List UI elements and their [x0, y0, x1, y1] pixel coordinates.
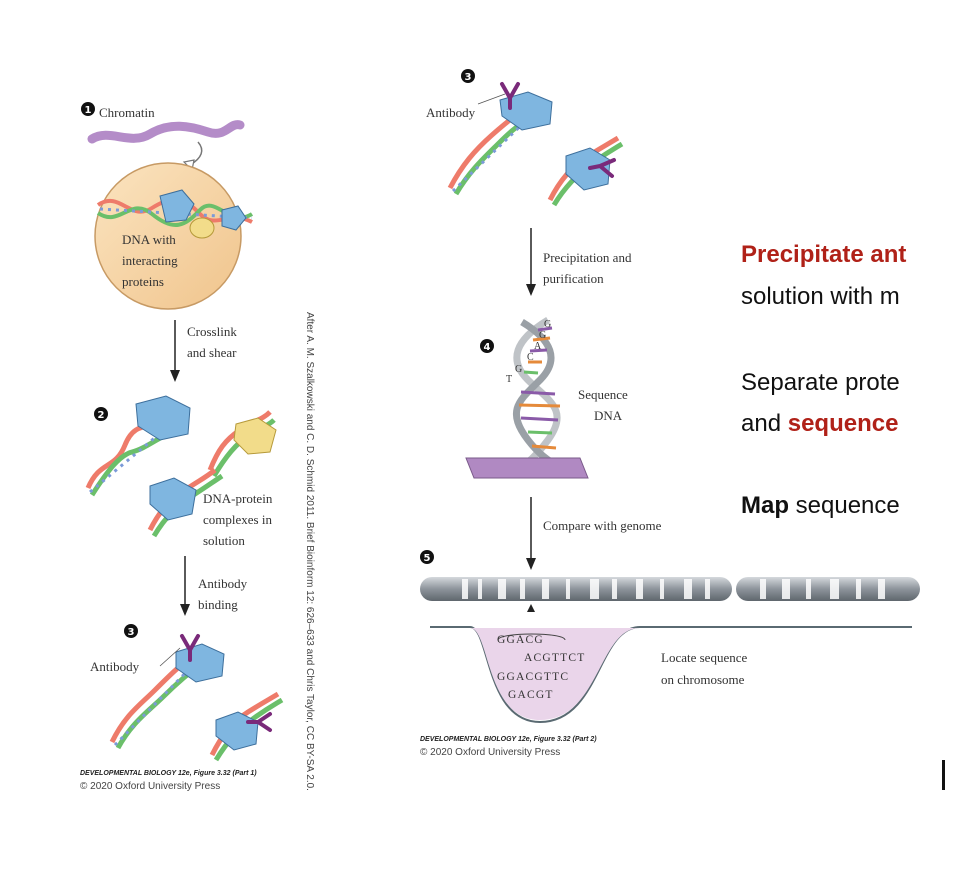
svg-text:3: 3	[465, 72, 472, 83]
compare-label: Compare with genome	[543, 518, 662, 533]
sequencing-platform	[465, 457, 589, 479]
complex-protein-yellow	[233, 417, 277, 455]
step-2-badge: 2	[94, 407, 108, 421]
left-panel: 1 Chromatin DNA with interacting protein…	[80, 102, 315, 792]
slide-line-5-bold: Map	[741, 492, 789, 519]
nucleus	[94, 162, 242, 310]
slide-line-2: solution with m	[741, 283, 900, 310]
svg-text:5: 5	[424, 553, 431, 564]
slide-line-4-prefix: and	[741, 410, 788, 437]
svg-text:2: 2	[98, 410, 105, 421]
antibody-left-b	[246, 712, 272, 732]
chromatin-fiber	[87, 120, 245, 144]
credit-title-right: DEVELOPMENTAL BIOLOGY 12e, Figure 3.32 (…	[420, 736, 597, 743]
antibody-binding-label: Antibody binding	[198, 576, 250, 612]
step-3-badge-left: 3	[124, 624, 138, 638]
base-letters: G G A C G T	[506, 319, 554, 385]
antibody-label-left: Antibody	[90, 659, 140, 674]
step-1-badge: 1	[81, 102, 95, 116]
slide-line-1-red: Precipitate ant	[741, 241, 907, 268]
credit-copy-right: © 2020 Oxford University Press	[420, 747, 560, 758]
crosslink-label: Crosslink and shear	[187, 324, 240, 360]
step-3-badge-right: 3	[461, 69, 475, 83]
slide-line-4-red: sequence	[787, 410, 899, 437]
complex-protein-blue-a	[135, 395, 191, 441]
precipitation-arrow	[526, 228, 536, 296]
step-4-badge: 4	[480, 339, 494, 353]
svg-text:4: 4	[484, 342, 491, 353]
chromatin-label: Chromatin	[99, 105, 155, 120]
sequence-dna-label: Sequence DNA	[578, 387, 631, 423]
complex-protein-blue-c	[149, 477, 197, 521]
precipitation-label: Precipitation and purification	[543, 250, 635, 286]
slide-line-4: and sequence	[741, 410, 940, 438]
svg-text:1: 1	[85, 105, 92, 116]
slide-line-5-rest: sequence	[789, 492, 900, 519]
right-panel: 3 Antibody Precipitation and purificatio…	[420, 69, 920, 758]
bound-protein-right-b	[565, 147, 611, 191]
antibody-label-right: Antibody	[426, 105, 476, 120]
credit-copy-left: © 2020 Oxford University Press	[80, 781, 220, 792]
text-cursor	[942, 760, 945, 790]
antibody-right-b	[588, 158, 616, 178]
locus-marker	[527, 604, 535, 612]
antibody-left-a	[180, 634, 200, 662]
step-5-badge: 5	[420, 550, 434, 564]
nucleus-protein-yellow	[189, 217, 215, 239]
side-credit: After A. M. Szalkowski and C. D. Schmid …	[304, 312, 315, 791]
slide-line-1: Precipitate ant	[741, 241, 940, 269]
chromosome	[420, 577, 920, 601]
slide-line-5: Map sequence	[741, 492, 940, 520]
antibody-right-a	[500, 82, 520, 110]
nucleus-protein-blue	[159, 189, 195, 223]
slide-line-3: Separate prote	[741, 369, 900, 396]
crosslink-arrow	[170, 320, 180, 382]
aligned-reads: GGACG ACGTTCT GGACGTTC GACGT	[497, 634, 589, 701]
credit-title-left: DEVELOPMENTAL BIOLOGY 12e, Figure 3.32 (…	[80, 770, 257, 777]
compare-arrow	[526, 497, 536, 570]
locate-label: Locate sequence on chromosome	[661, 650, 751, 687]
complex-label: DNA-protein complexes in solution	[203, 491, 276, 548]
nucleus-protein-blue-2	[221, 205, 247, 231]
svg-text:3: 3	[128, 627, 135, 638]
bound-protein-right-a	[499, 91, 553, 131]
antibody-binding-arrow	[180, 556, 190, 616]
nucleus-label: DNA with interacting proteins	[122, 232, 181, 289]
